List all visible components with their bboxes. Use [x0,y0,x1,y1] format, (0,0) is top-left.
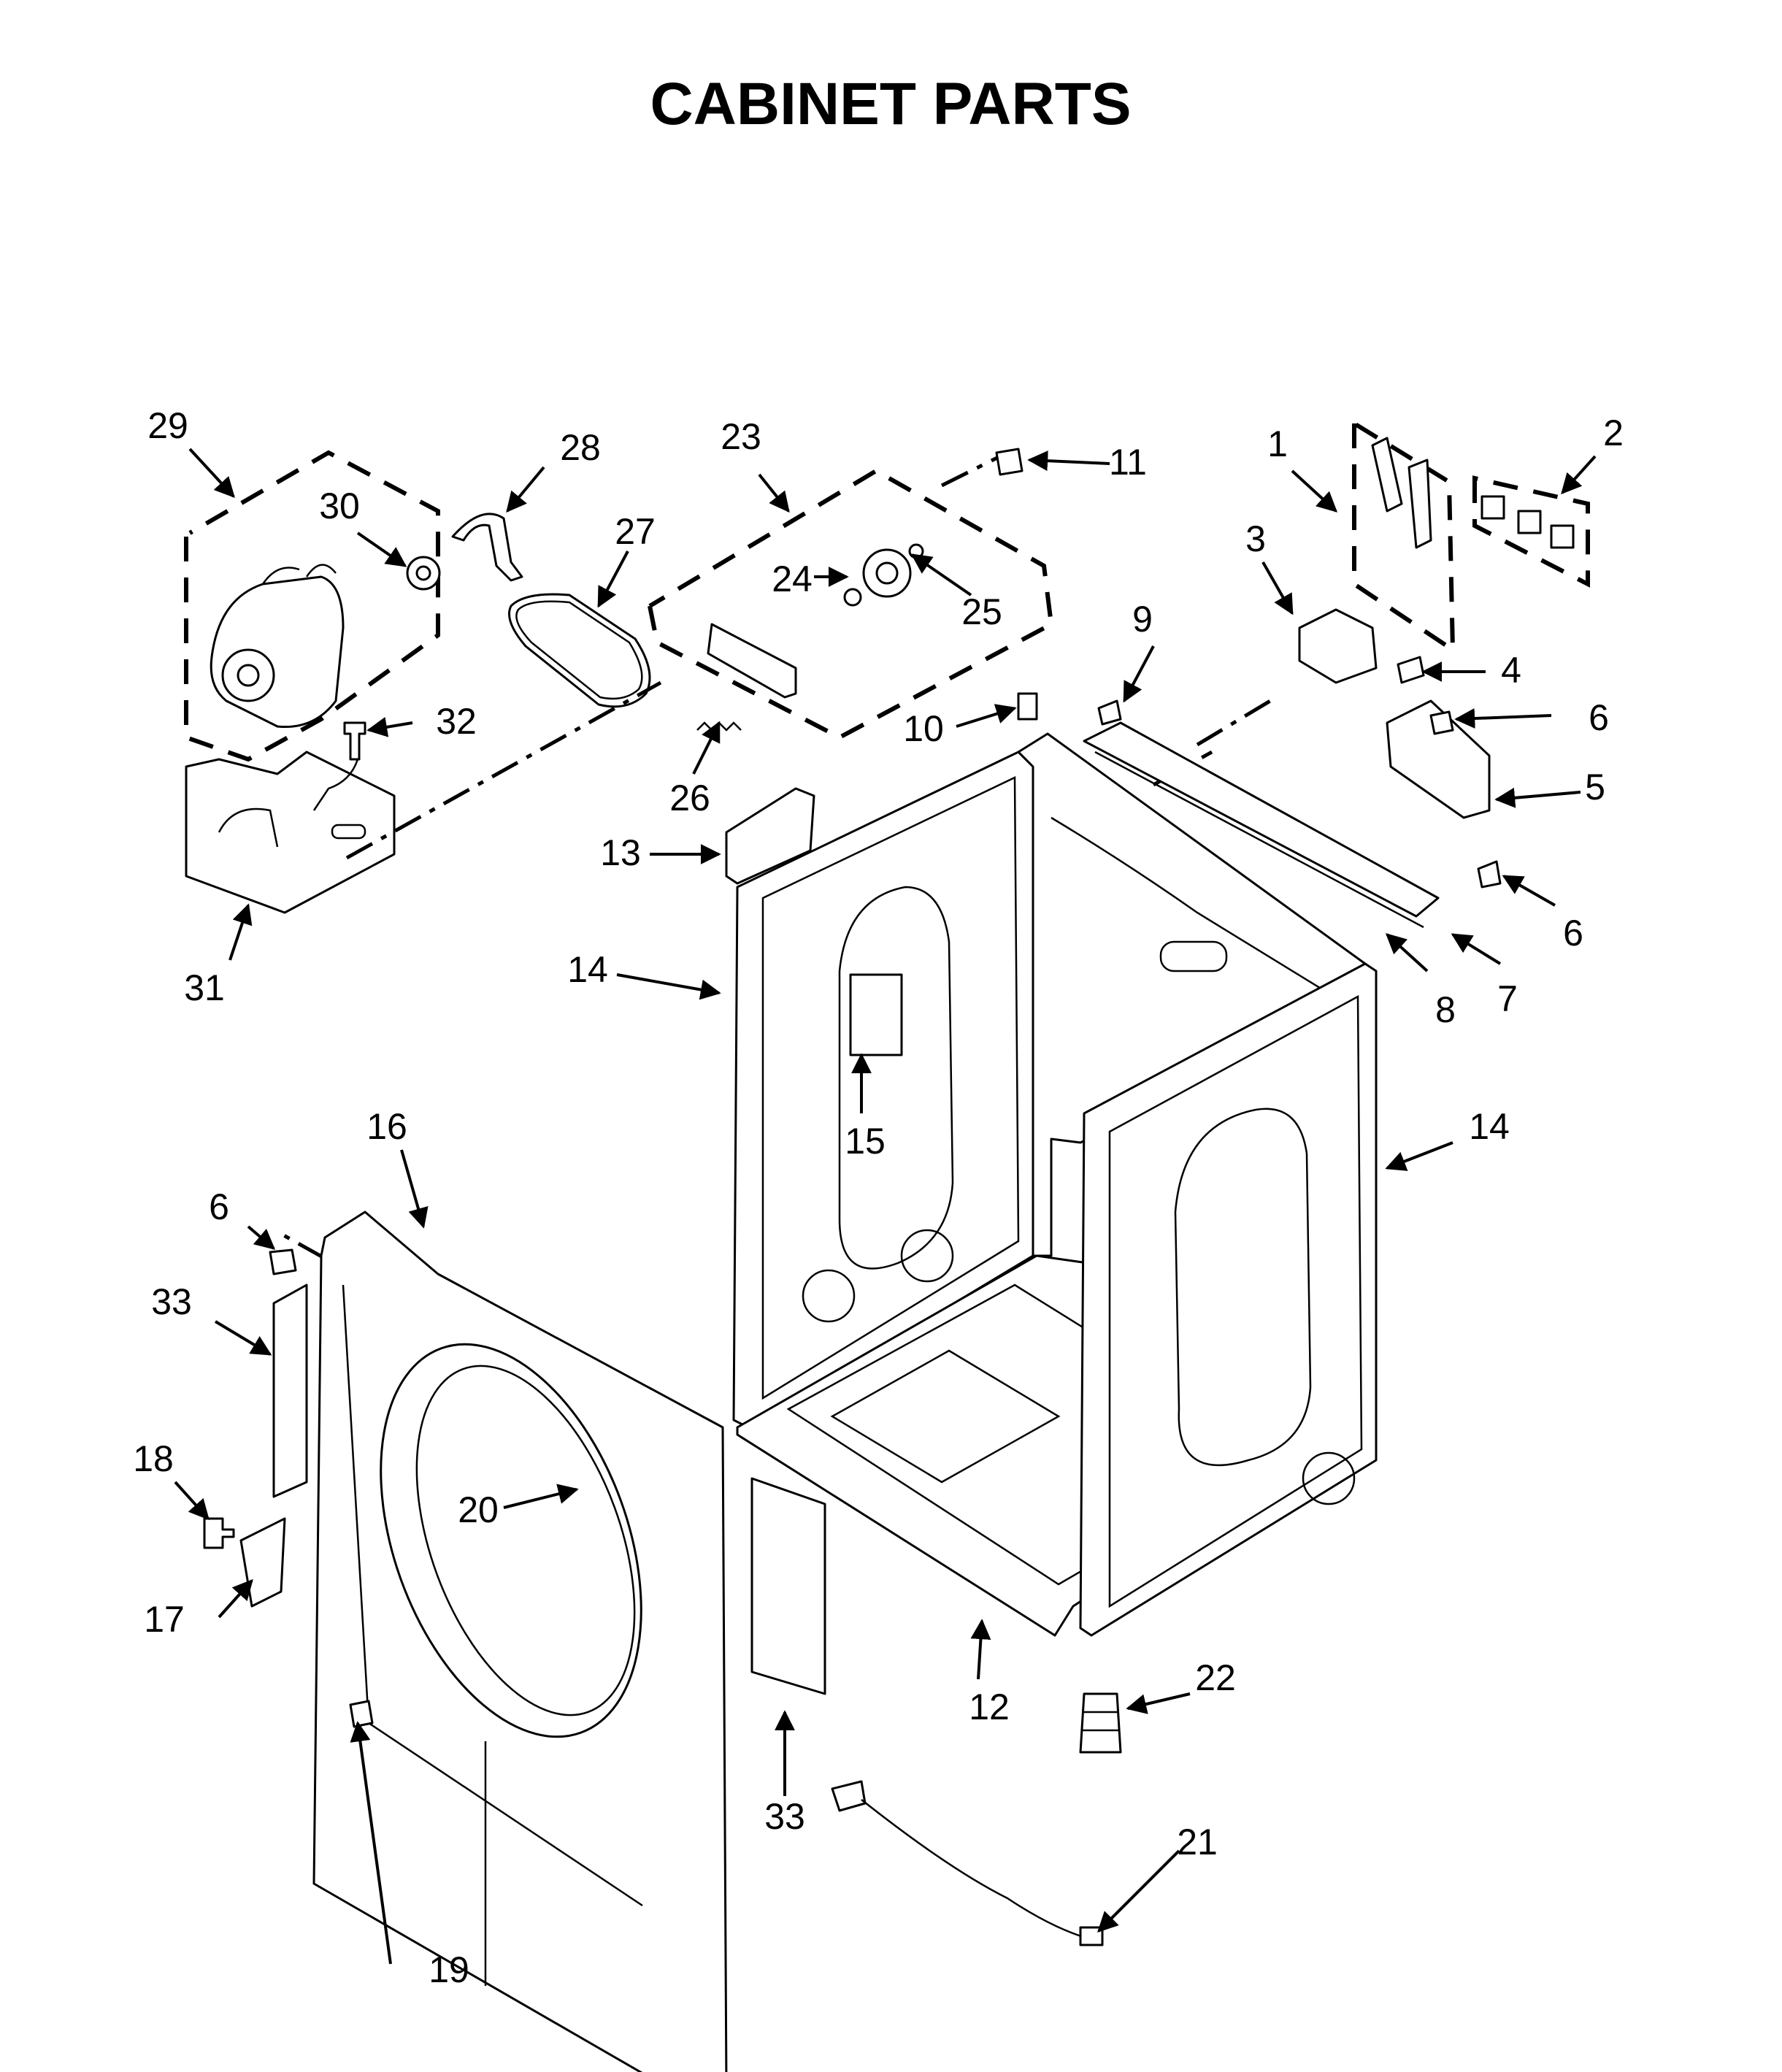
connector-2c [1550,524,1575,549]
callout-24: 24 [772,559,813,599]
callout-26: 26 [669,778,710,818]
foot-22 [1079,1692,1122,1754]
callout-22: 22 [1195,1657,1236,1698]
connector-1b [1407,458,1432,549]
connector-1a [1371,437,1403,513]
callout-5: 5 [1585,767,1605,807]
screw-6c [269,1248,297,1275]
callout-29: 29 [147,405,188,446]
wire-harness-21 [861,1799,1088,1940]
callout-6a: 6 [1589,697,1609,738]
callout-27: 27 [615,511,656,552]
callout-25: 25 [961,591,1002,632]
label-panel-15 [849,973,903,1056]
wire-plug [831,1780,867,1812]
callout-14a: 14 [567,949,608,990]
callout-arrows [174,448,1597,1965]
callout-1: 1 [1267,423,1288,464]
callout-15: 15 [845,1121,886,1162]
screw-9 [1097,699,1122,726]
callout-33b: 33 [764,1796,805,1837]
callout-23: 23 [721,416,761,457]
top-rail [1083,721,1440,918]
drive-belt [508,593,651,708]
callout-4: 4 [1501,650,1521,691]
callout-12: 12 [969,1687,1010,1727]
screw-11 [995,448,1024,476]
front-panel [312,1210,728,2072]
callout-19: 19 [429,1949,469,1990]
callout-6c: 6 [209,1186,229,1227]
screw-6b [1477,860,1502,889]
callout-8: 8 [1435,989,1456,1030]
terminal-block-13 [725,787,815,885]
screw-4 [1397,656,1425,684]
callout-21: 21 [1177,1822,1218,1862]
callout-16: 16 [366,1106,407,1147]
page-title: CABINET PARTS [650,71,1131,137]
callout-20: 20 [458,1489,499,1530]
callout-6b: 6 [1563,913,1583,953]
callout-2: 2 [1603,413,1624,453]
callout-28: 28 [560,427,601,468]
screw-6a [1429,710,1454,735]
screw-10 [1017,692,1038,721]
callout-14b: 14 [1469,1106,1510,1147]
screw-19 [349,1700,374,1728]
hinge-strap-33b [750,1477,826,1695]
connector-2a [1480,495,1505,520]
terminal-block-3 [1298,608,1378,684]
door-seal-20 [415,1365,636,1716]
motor-mount-part [185,751,396,914]
callout-33a: 33 [151,1281,192,1322]
callout-13: 13 [600,832,641,873]
strike-17 [239,1517,286,1608]
callout-18: 18 [133,1438,174,1479]
clip-part [451,513,523,582]
connector-2b [1517,510,1542,534]
motor-assembly [184,450,523,914]
callout-30: 30 [319,486,360,526]
callout-10: 10 [903,708,944,749]
callout-31: 31 [184,967,225,1008]
callout-3: 3 [1245,518,1266,559]
connector-group-1 [1352,419,1456,654]
hinge-strap-33a [272,1284,308,1498]
callout-11: 11 [1109,442,1147,483]
callout-17: 17 [144,1599,185,1640]
callout-9: 9 [1132,599,1153,640]
screw-part [343,721,366,761]
callout-32: 32 [436,701,477,742]
cabinet-body [732,721,1440,1637]
callout-labels: 1 2 3 4 5 6 6 6 7 8 9 10 11 12 13 14 14 … [133,405,1624,1990]
callout-7: 7 [1497,978,1518,1019]
terminal-bracket-5 [1386,699,1491,819]
screw-18 [203,1517,235,1549]
connector-group-2 [1472,475,1590,588]
right-side-panel [1079,962,1378,1637]
idler-bracket [707,623,797,699]
